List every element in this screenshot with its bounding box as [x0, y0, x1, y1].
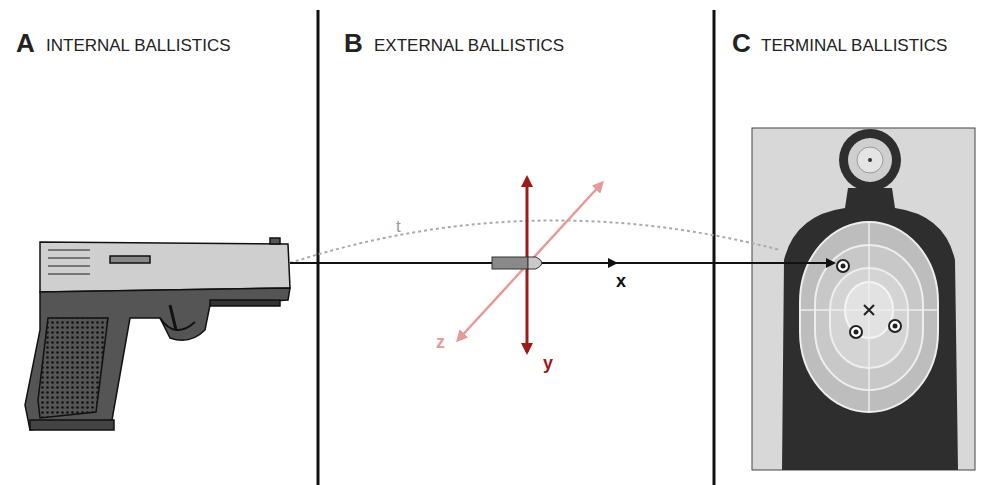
divider [713, 10, 716, 485]
axis-label: z [436, 333, 445, 351]
z-axis [458, 183, 602, 340]
panel-letter: A [16, 30, 35, 56]
bullet [492, 257, 542, 269]
axis-label: y [543, 354, 553, 372]
panel-letter: C [732, 30, 751, 56]
pistol [25, 238, 290, 430]
panel-title: TERMINAL BALLISTICS [761, 37, 947, 54]
bullet-path [616, 262, 834, 264]
panel-title: EXTERNAL BALLISTICS [374, 37, 564, 54]
panel-title: INTERNAL BALLISTICS [46, 37, 231, 54]
target [752, 128, 975, 470]
divider [317, 10, 320, 485]
panel-letter: B [344, 30, 363, 56]
axis-label: t [396, 218, 401, 235]
x-axis [290, 262, 616, 264]
axis-label: x [616, 272, 626, 290]
